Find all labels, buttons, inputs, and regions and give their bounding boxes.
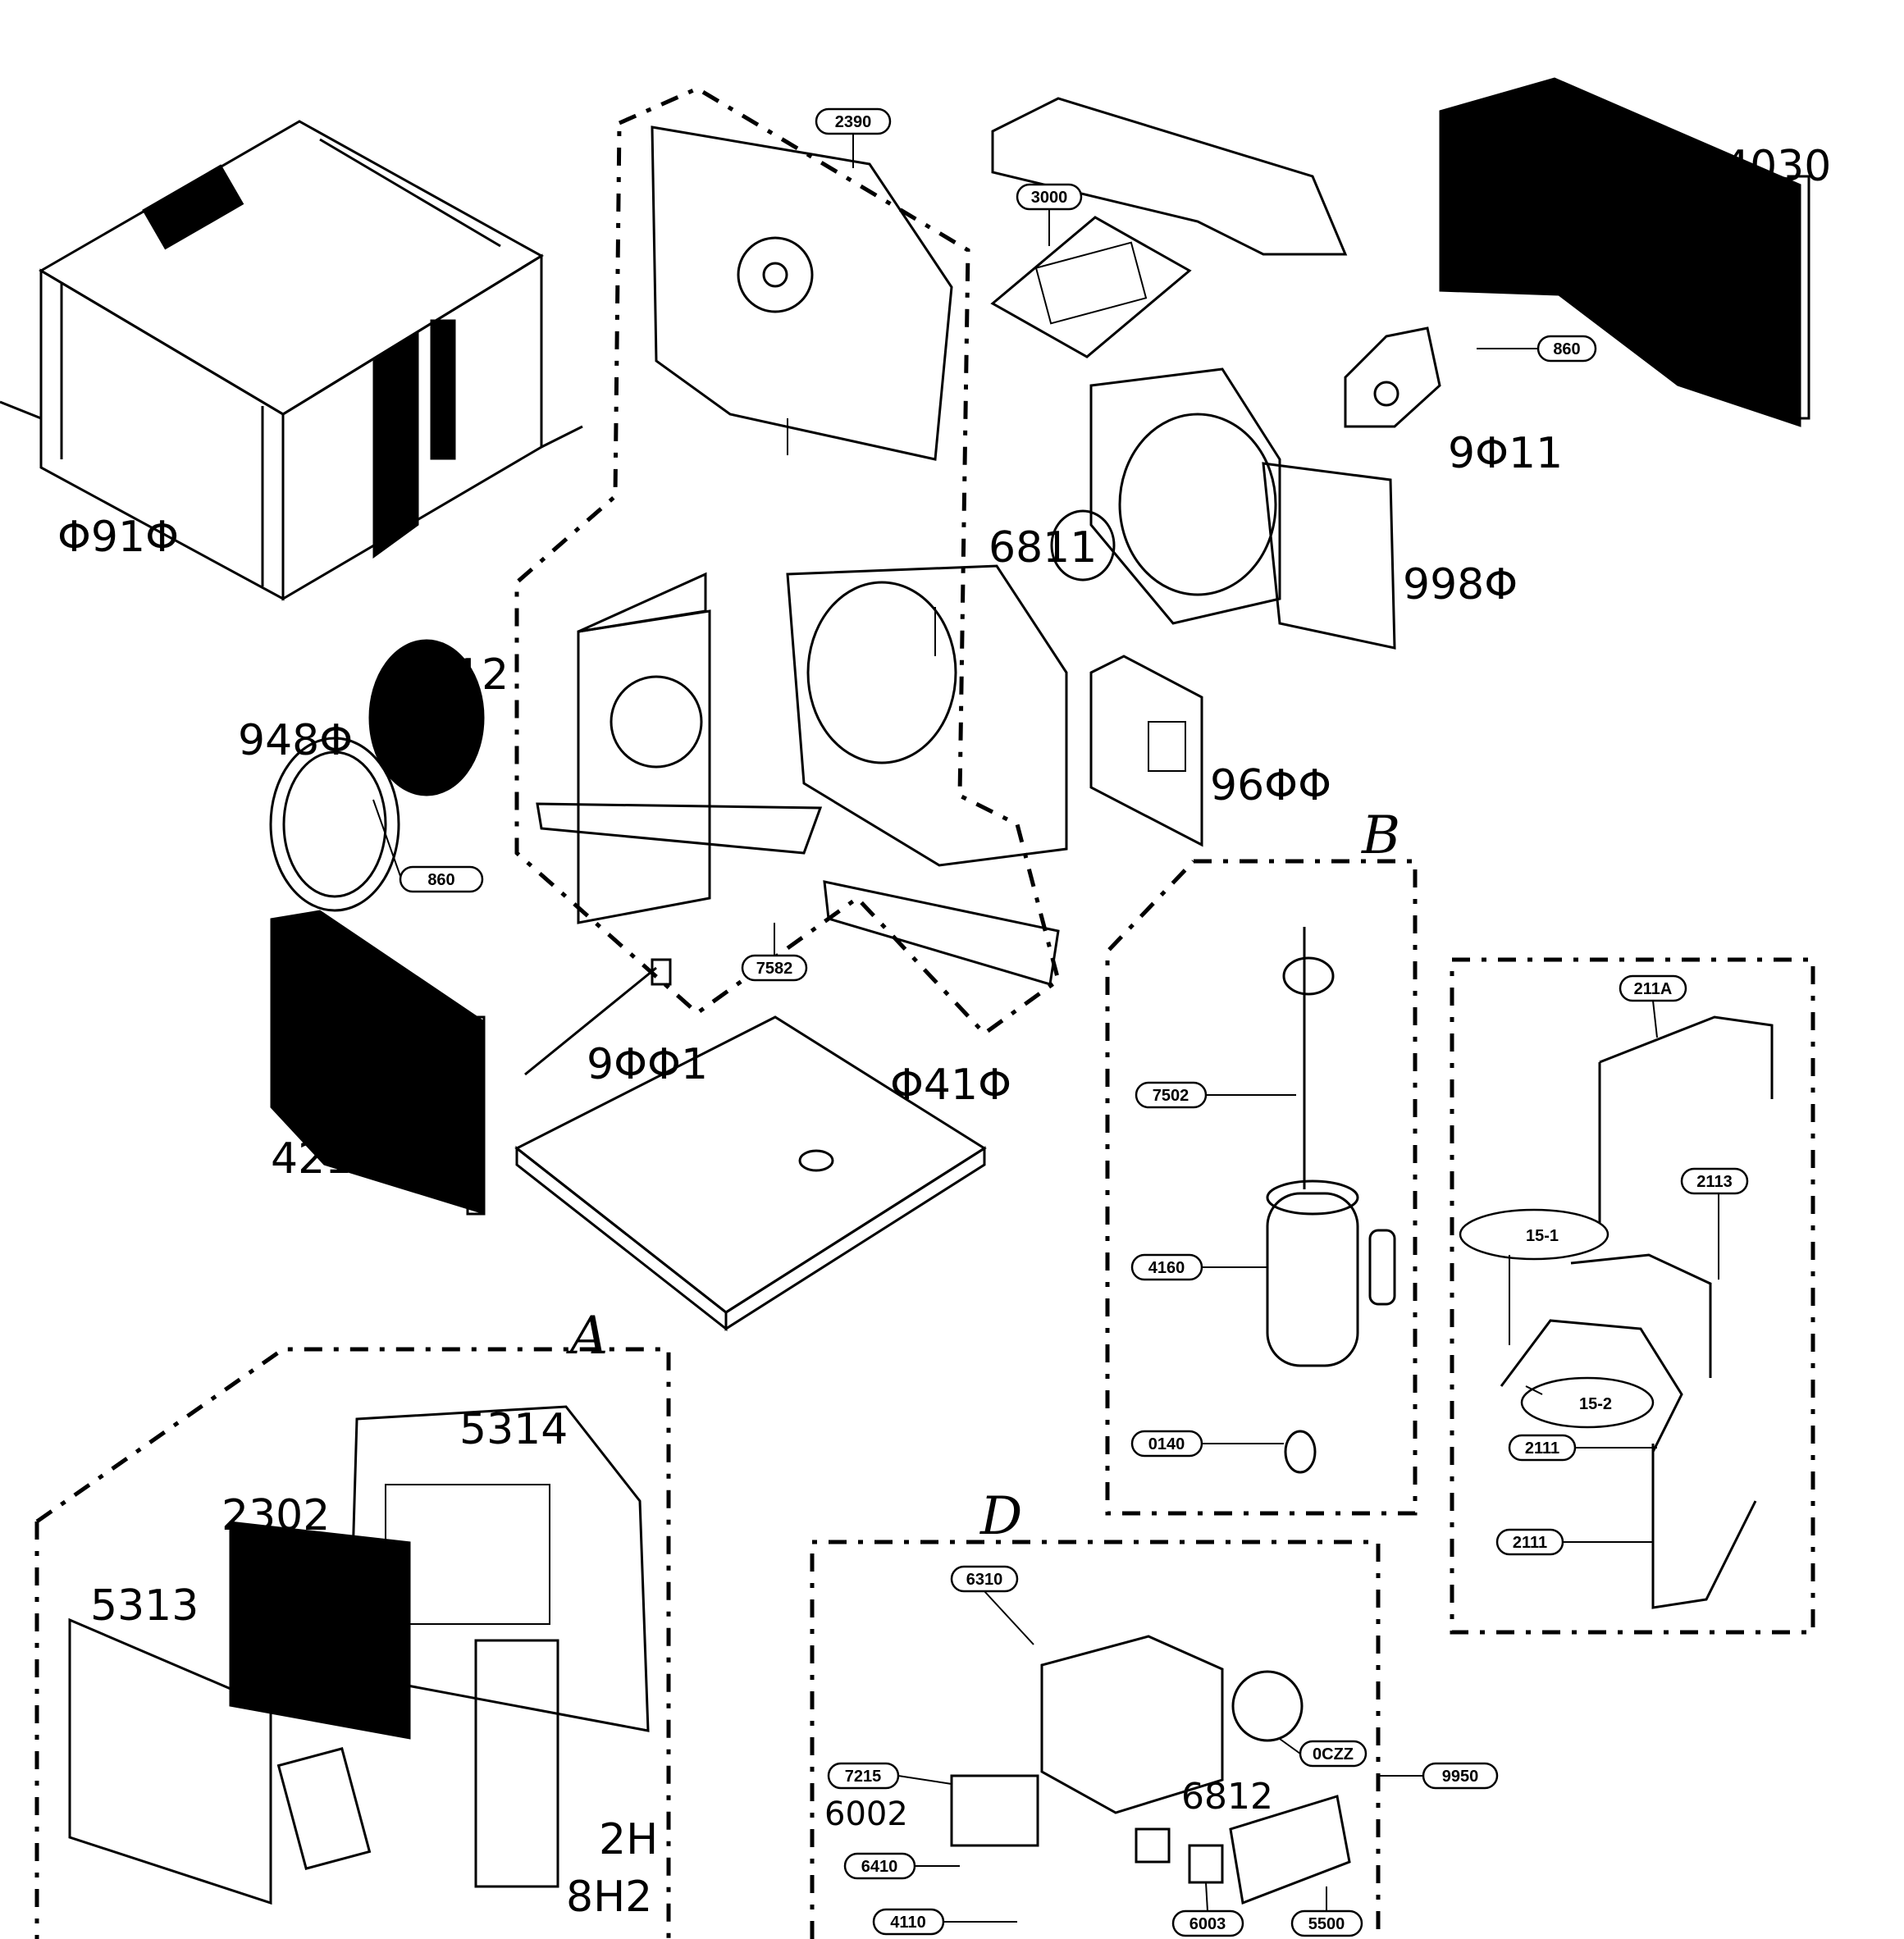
- svg-text:948Φ: 948Φ: [238, 716, 353, 765]
- callout-9950: 9950: [1378, 1762, 1499, 1790]
- callout-6310: 6310: [950, 1565, 1034, 1645]
- callout-860-mid: 860: [372, 799, 484, 893]
- condenser-coil: 4030: [1439, 77, 1831, 427]
- svg-text:3000: 3000: [1031, 189, 1068, 207]
- svg-text:D: D: [979, 1486, 1022, 1547]
- duct-bracket: 3000: [990, 97, 1348, 358]
- section-a: A 5314 2302 5313 2H 8H2: [34, 1306, 671, 1939]
- svg-text:4110: 4110: [890, 1914, 925, 1932]
- svg-text:6410: 6410: [861, 1858, 898, 1876]
- svg-text:15-1: 15-1: [1526, 1227, 1559, 1245]
- callout-7215: 7215: [827, 1762, 952, 1790]
- callout-2111-a: 2111: [1508, 1434, 1657, 1462]
- svg-text:6002: 6002: [824, 1795, 908, 1833]
- cabinet-callout: Φ91Φ: [57, 513, 179, 562]
- callout-7582: 7582: [741, 923, 808, 982]
- svg-text:Φ41Φ: Φ41Φ: [890, 1061, 1011, 1110]
- fan-motor-assembly: 860 9Φ11 6811 998Φ: [989, 326, 1597, 650]
- svg-text:6812: 6812: [1181, 1776, 1273, 1818]
- callout-211A: 211A: [1619, 974, 1687, 1038]
- svg-text:2H: 2H: [599, 1815, 658, 1864]
- evaporator-coil: 421Φ: [270, 910, 486, 1216]
- svg-text:B: B: [1361, 805, 1400, 866]
- callout-4110: 4110: [872, 1908, 1017, 1936]
- svg-text:9950: 9950: [1442, 1768, 1479, 1786]
- callout-0140: 0140: [1130, 1430, 1284, 1458]
- svg-text:9ΦΦ1: 9ΦΦ1: [587, 1040, 708, 1089]
- svg-text:6811: 6811: [989, 523, 1097, 573]
- svg-text:A: A: [566, 1306, 608, 1366]
- svg-text:7215: 7215: [845, 1768, 882, 1786]
- blower-assembly: 9Φ12 948Φ 860: [238, 639, 509, 912]
- callout-2113: 2113: [1680, 1167, 1749, 1280]
- svg-text:2390: 2390: [835, 113, 872, 131]
- svg-text:6003: 6003: [1189, 1915, 1226, 1933]
- base-pan: 9ΦΦ1 Φ41Φ: [514, 958, 1011, 1332]
- callout-2111-b: 2111: [1495, 1528, 1653, 1556]
- svg-text:4160: 4160: [1148, 1259, 1185, 1277]
- callout-3000: 3000: [1016, 183, 1083, 246]
- svg-text:9Φ11: 9Φ11: [1448, 429, 1563, 478]
- chassis-group: 2390 7582: [514, 86, 1068, 1037]
- callout-6410: 6410: [843, 1852, 960, 1880]
- callout-2390: 2390: [815, 107, 892, 168]
- svg-text:7582: 7582: [756, 960, 793, 978]
- section-b: B 7502 4160 0140: [1105, 805, 1418, 1516]
- svg-text:5313: 5313: [90, 1581, 199, 1631]
- svg-text:2111: 2111: [1513, 1534, 1547, 1552]
- svg-text:96ΦΦ: 96ΦΦ: [1210, 761, 1331, 810]
- svg-text:4030: 4030: [1723, 142, 1831, 191]
- section-d: D 6310 7215 6002 6812 0CZZ 9950: [810, 1486, 1499, 1939]
- callout-5500: 5500: [1290, 1887, 1363, 1937]
- svg-text:8H2: 8H2: [566, 1873, 652, 1922]
- svg-text:860: 860: [427, 871, 454, 889]
- svg-text:5500: 5500: [1308, 1915, 1345, 1933]
- svg-text:860: 860: [1553, 340, 1580, 358]
- svg-text:0CZZ: 0CZZ: [1313, 1745, 1354, 1763]
- control-bracket: 96ΦΦ: [1089, 655, 1331, 847]
- svg-text:7502: 7502: [1153, 1087, 1189, 1105]
- callout-860-top: 860: [1477, 335, 1597, 363]
- svg-text:2111: 2111: [1525, 1439, 1559, 1458]
- callout-4160: 4160: [1130, 1253, 1267, 1281]
- callout-7502: 7502: [1135, 1081, 1296, 1109]
- svg-text:6310: 6310: [966, 1571, 1003, 1589]
- callout-15-1: 15-1: [1459, 1208, 1609, 1345]
- callout-15-2: 15-2: [1520, 1376, 1655, 1429]
- svg-text:5314: 5314: [459, 1405, 568, 1454]
- svg-text:2302: 2302: [221, 1491, 330, 1540]
- svg-text:998Φ: 998Φ: [1403, 560, 1518, 609]
- svg-text:9Φ12: 9Φ12: [394, 650, 509, 700]
- tubing-group: 211A 2113 15-1 15-2 2111 2111: [1450, 957, 1815, 1635]
- svg-text:2113: 2113: [1696, 1173, 1732, 1191]
- svg-text:15-2: 15-2: [1579, 1395, 1612, 1413]
- callout-6003: 6003: [1171, 1882, 1244, 1937]
- cabinet-part: Φ91Φ: [0, 120, 583, 601]
- svg-text:0140: 0140: [1148, 1435, 1185, 1453]
- svg-text:211A: 211A: [1634, 980, 1673, 998]
- callout-0CZZ: 0CZZ: [1279, 1738, 1368, 1768]
- svg-text:421Φ: 421Φ: [271, 1134, 386, 1184]
